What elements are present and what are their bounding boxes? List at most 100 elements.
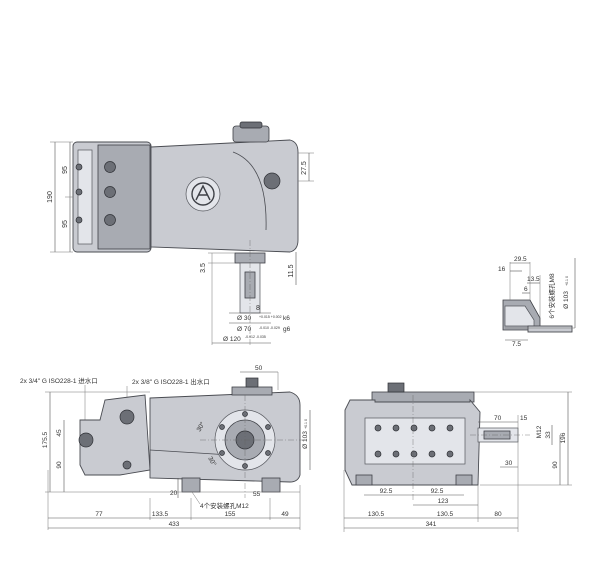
mounting-foot xyxy=(181,477,201,493)
bolt-icon xyxy=(428,450,436,458)
dim-shaft-ext: 80 xyxy=(494,511,502,518)
drain-plug-icon xyxy=(122,460,132,470)
dim-h2: 45 xyxy=(56,429,63,437)
bolt-icon xyxy=(410,424,418,432)
mount-hole-note: 4个安装螺孔M12 xyxy=(200,501,249,510)
dim-key-width: 30 xyxy=(505,460,513,467)
dim-thread: M12 xyxy=(536,425,543,438)
dim-base-width: 123 xyxy=(438,498,449,505)
mounting-foot xyxy=(261,477,281,493)
dim-seg1: 77 xyxy=(95,511,103,518)
top-view: 190 95 95 27.5 3.5 11.5 8 Ø 30 +0.015 +0… xyxy=(47,121,314,345)
valve-plug-icon xyxy=(104,214,116,226)
valve-plate xyxy=(97,144,151,250)
head-bolts xyxy=(374,424,454,458)
dim-spigot-tol: -0.010 -0.029 xyxy=(259,326,280,330)
dim-shaft-fit: k6 xyxy=(283,315,290,322)
dim-left-total: 130.5 xyxy=(368,511,385,518)
oil-cap-knob xyxy=(239,121,263,129)
dim-b: 16 xyxy=(498,266,506,273)
flange-face xyxy=(504,305,535,327)
bolt-icon xyxy=(392,450,400,458)
dim-seg2: 133.5 xyxy=(152,511,169,518)
oil-cap-side xyxy=(231,386,273,396)
bolt-icon xyxy=(75,163,83,171)
dim-e: 7.5 xyxy=(512,341,521,348)
casting-rib xyxy=(232,151,267,231)
dim-spigot-fit: g6 xyxy=(283,326,291,333)
dim-key-offset: 11.5 xyxy=(288,264,295,277)
crankcase xyxy=(150,139,299,253)
oil-plug-icon xyxy=(263,172,281,190)
dim-top: 50 xyxy=(255,365,263,372)
side-view: 2x 3/4" G ISO228-1 进水口 2x 3/8" G ISO228-… xyxy=(20,365,311,530)
dim-a: 29.5 xyxy=(514,256,527,263)
top-cover xyxy=(371,391,475,403)
dim-height-total: 196 xyxy=(560,432,567,443)
end-view: 70 15 M12 33 196 90 30 92.5 92.5 123 130… xyxy=(343,382,572,532)
dim-key-width: 8 xyxy=(256,305,260,312)
dim-bore: Ø 103 xyxy=(563,291,570,309)
bolt-icon xyxy=(374,424,382,432)
bolt-icon xyxy=(265,424,271,430)
dim-bore: Ø 103 xyxy=(302,431,309,449)
dim-total: 433 xyxy=(169,521,180,528)
dim-port-offset: 27.5 xyxy=(301,161,308,175)
bolt-icon xyxy=(75,216,83,224)
dim-shaft-dia: Ø 30 xyxy=(237,315,251,322)
dim-d: 6 xyxy=(524,286,528,293)
outlet-note: 2x 3/8" G ISO228-1 出水口 xyxy=(132,377,210,386)
bolt-icon xyxy=(219,450,225,456)
dim-seg4: 49 xyxy=(281,511,289,518)
dim-total-height: 190 xyxy=(47,191,54,203)
dim-base-height: 90 xyxy=(552,461,559,469)
bolt-icon xyxy=(265,450,271,456)
mounting-foot xyxy=(355,474,373,486)
brand-logo-ring xyxy=(191,182,215,206)
valve-plug-icon xyxy=(104,186,116,198)
bolt-icon xyxy=(428,424,436,432)
dim-flange-tol: -0.012 -0.035 xyxy=(245,335,266,339)
dim-half-left: 92.5 xyxy=(380,488,393,495)
leader-line xyxy=(191,491,201,505)
dim-h1: 175.5 xyxy=(42,431,49,448)
dim-shaft-step: 3.5 xyxy=(200,263,207,273)
brand-logo-mark xyxy=(195,184,211,201)
valve-plug-icon xyxy=(104,161,116,173)
dim-bore-tol: +0.1 0 xyxy=(565,276,569,286)
dim-upper: 95 xyxy=(62,166,69,174)
detail-view: 29.5 16 13.5 6 7.5 Ø 103 +0.1 0 6个安装螺孔M8 xyxy=(498,256,576,348)
mount-hole-note: 6个安装螺孔M8 xyxy=(547,273,556,319)
bolt-icon xyxy=(446,424,454,432)
dim-shaft-len: 70 xyxy=(494,415,502,422)
dim-step: 15 xyxy=(520,415,528,422)
bolt-icon xyxy=(219,424,225,430)
bolt-icon xyxy=(374,450,382,458)
dim-seg3: 155 xyxy=(225,511,236,518)
flange-lip xyxy=(527,325,573,333)
oil-cap-end xyxy=(387,382,405,393)
bolt-icon xyxy=(446,450,454,458)
dim-c: 13.5 xyxy=(527,276,540,283)
dim-half-right: 92.5 xyxy=(431,488,444,495)
dim-spigot-dia: Ø 70 xyxy=(237,326,251,333)
mounting-foot xyxy=(455,474,473,486)
dim-foot-offset: 55 xyxy=(253,491,261,498)
brand-logo-icon xyxy=(185,176,221,212)
outlet-port-icon xyxy=(119,409,135,425)
dim-right-total: 130.5 xyxy=(437,511,454,518)
dim-lower: 95 xyxy=(62,220,69,228)
inlet-note: 2x 3/4" G ISO228-1 进水口 xyxy=(20,376,98,385)
dim-bore-tol: +0.1 0 xyxy=(304,419,308,429)
dim-foot-height: 20 xyxy=(170,490,178,497)
dim-key: 33 xyxy=(545,431,552,439)
dim-h3: 90 xyxy=(56,461,63,469)
bolt-icon xyxy=(410,450,418,458)
bolt-icon xyxy=(392,424,400,432)
casting-rib xyxy=(149,449,231,456)
dipstick xyxy=(245,377,259,388)
bolt-icon xyxy=(75,188,83,196)
inlet-port-icon xyxy=(78,432,94,448)
